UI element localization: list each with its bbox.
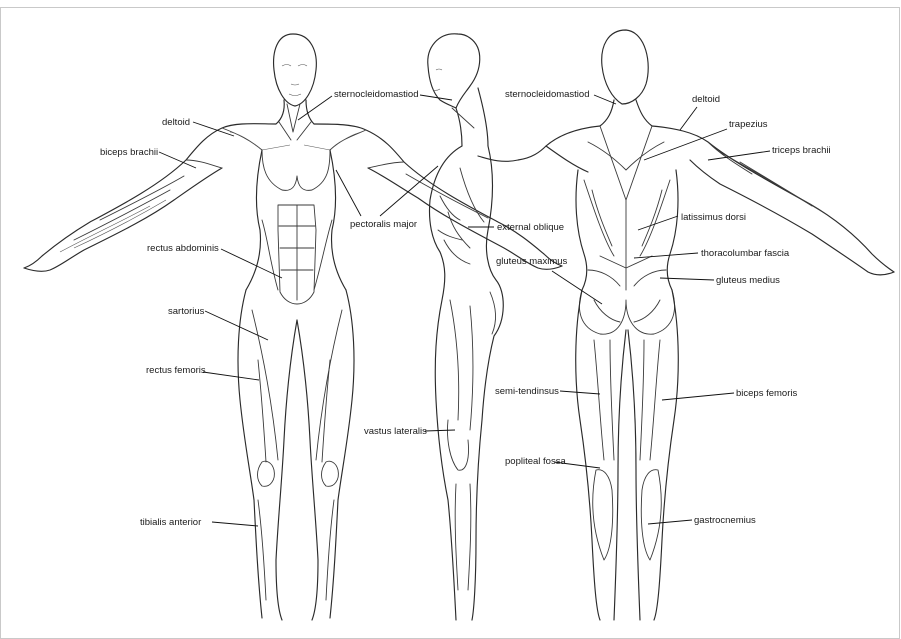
label-gluteus-medius: gluteus medius [716,275,780,286]
label-sternocleidomastoid-front: sternocleidomastiod [334,89,419,100]
label-biceps-femoris: biceps femoris [736,388,797,399]
label-triceps-brachii: triceps brachii [772,145,831,156]
label-deltoid-back: deltoid [692,94,720,105]
label-sternocleidomastoid-back: sternocleidomastiod [505,89,590,100]
label-biceps-brachii: biceps brachii [100,147,158,158]
label-rectus-femoris: rectus femoris [146,365,206,376]
label-rectus-abdominis: rectus abdominis [147,243,219,254]
label-tibialis-anterior: tibialis anterior [140,517,201,528]
label-trapezius: trapezius [729,119,768,130]
label-latissimus-dorsi: latissimus dorsi [681,212,746,223]
label-sartorius: sartorius [168,306,205,317]
label-gastrocnemius: gastrocnemius [694,515,756,526]
label-gluteus-maximus: gluteus maximus [496,256,568,267]
frame-border [1,8,900,639]
label-external-oblique: external oblique [497,222,564,233]
side-figure [428,34,503,620]
front-figure [24,34,562,620]
label-thoracolumbar-fascia: thoracolumbar fascia [701,248,790,259]
label-vastus-lateralis: vastus lateralis [364,426,427,437]
labels: deltoid biceps brachii sternocleidomasti… [100,89,831,528]
label-pectoralis-major: pectoralis major [350,219,417,230]
back-figure [478,30,894,620]
label-popliteal-fossa: popliteal fossa [505,456,566,467]
label-deltoid-front: deltoid [162,117,190,128]
label-semi-tendinosus: semi-tendinsus [495,386,559,397]
leader-lines [159,95,770,526]
